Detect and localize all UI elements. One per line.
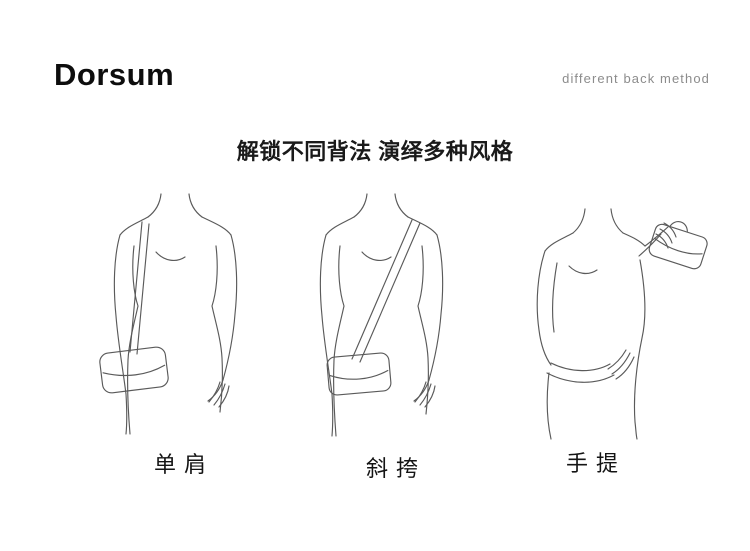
headline: 解锁不同背法 演绎多种风格: [236, 139, 514, 164]
method-figure-shoulder: [92, 192, 272, 442]
shoulder-strap-line: [129, 221, 143, 353]
method-figure-crossbody: [298, 192, 478, 445]
crossbody-carry-illustration: [319, 193, 444, 437]
bag-illustration-shoulder: [99, 346, 169, 394]
method-label-shoulder: 单肩: [154, 452, 215, 477]
bag-illustration-crossbody: [326, 352, 392, 396]
brand-logo: Dorsum: [54, 57, 175, 92]
method-figure-handheld: [505, 206, 710, 446]
hand-carry-illustration: [536, 208, 708, 440]
shoulder-carry-illustration: [99, 193, 238, 435]
bag-handle: [669, 221, 688, 232]
tagline-text: different back method: [562, 71, 710, 86]
method-label-handheld: 手提: [566, 451, 627, 476]
crossbody-strap-line: [351, 219, 413, 360]
bag-illustration-handheld: [648, 221, 708, 270]
method-label-crossbody: 斜挎: [366, 456, 427, 481]
